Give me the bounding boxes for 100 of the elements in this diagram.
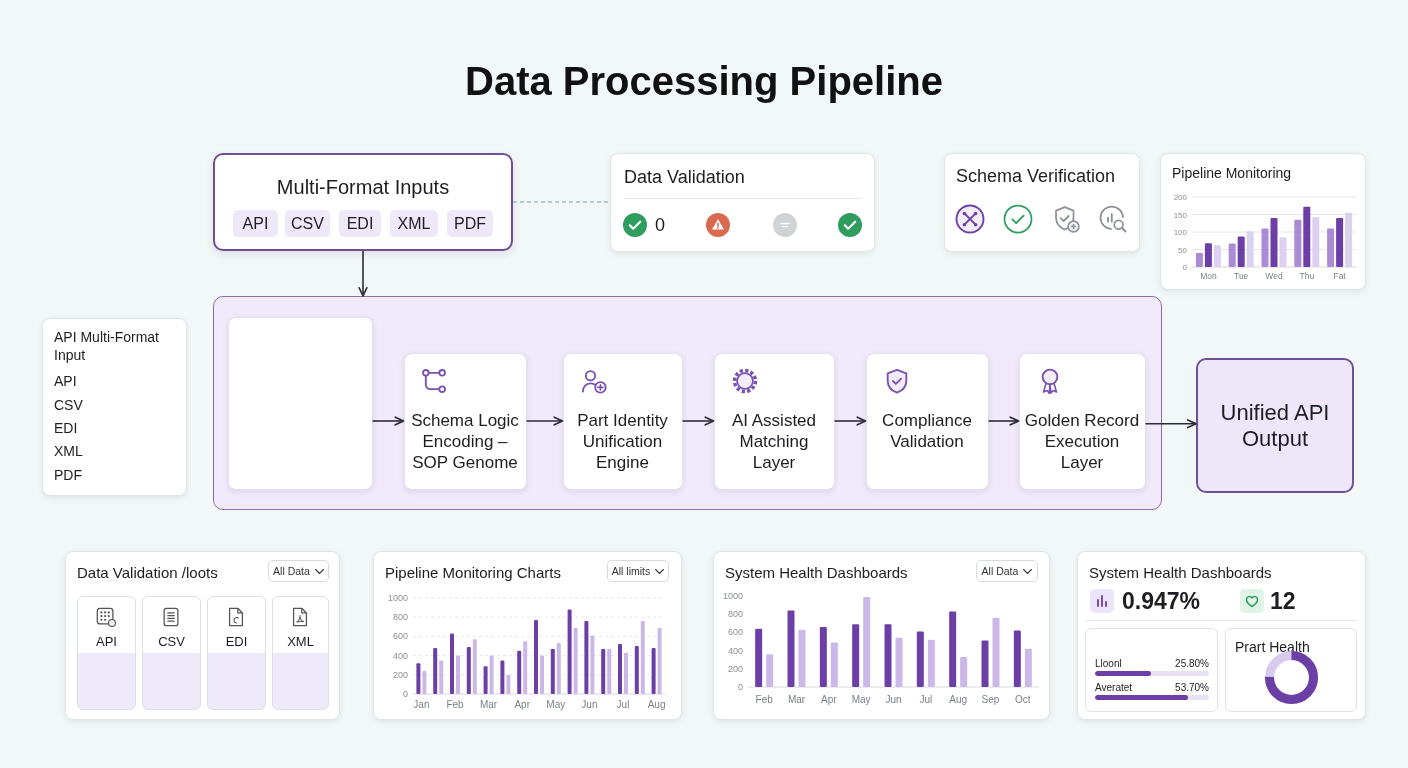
arrow [681, 416, 715, 426]
stage-card [403, 352, 527, 490]
axis-tick-label: 200 [392, 669, 408, 680]
arrow [525, 416, 564, 426]
progress-card [1085, 628, 1218, 712]
format-tag: API [233, 210, 278, 237]
axis-category-label: Oct [1015, 694, 1031, 705]
validation-tools-card [65, 551, 340, 720]
progress-label: Lloonl [1095, 658, 1122, 669]
stage-label: Schema Logic Encoding – SOP Genome [411, 410, 519, 472]
list-item: PDF [54, 467, 82, 483]
format-tag: PDF [447, 210, 493, 237]
stage-label: AI Assisted Matching Layer [731, 410, 817, 472]
card-title: Pipeline Monitoring [1172, 165, 1292, 181]
tile-label: API [96, 634, 117, 649]
blank-card [227, 316, 373, 490]
chart-card [373, 551, 682, 720]
axis-category-label: Jul [919, 694, 933, 705]
input-list-card [42, 318, 187, 496]
axis-tick-label: 800 [392, 612, 408, 623]
axis-tick-label: 600 [392, 631, 408, 642]
axis-category-label: Mar [787, 694, 806, 705]
card-title: Prart Health [1235, 639, 1310, 655]
page-title: Data Processing Pipeline [465, 58, 943, 105]
dashed-connector [512, 201, 611, 203]
stage-label: Part Identity Unification Engine [577, 410, 668, 472]
progress-value: 25.80% [1175, 658, 1209, 669]
axis-tick-label: 150 [1173, 210, 1187, 220]
list-heading: API Multi-Format Input [54, 329, 159, 363]
health-card [1077, 551, 1366, 720]
filter-dropdown: All Data [976, 560, 1038, 582]
format-tile [207, 596, 266, 710]
donut-card [1225, 628, 1357, 712]
axis-tick-label: 100 [1173, 228, 1187, 237]
axis-category-label: Mon [1200, 271, 1217, 281]
validation-card [610, 153, 875, 252]
axis-category-label: Mar [480, 699, 498, 710]
axis-tick-label: 1000 [722, 591, 743, 601]
arrow [371, 416, 405, 426]
progress-value: 53.70% [1175, 682, 1209, 693]
axis-category-label: Jan [413, 699, 430, 710]
axis-category-label: Jun [885, 694, 902, 705]
card-title: System Health Dashboards [1089, 564, 1272, 581]
tile-label: EDI [225, 634, 248, 649]
output-box [1196, 358, 1354, 493]
axis-tick-label: 1000 [387, 593, 408, 603]
card-title: Schema Verification [956, 166, 1116, 186]
metric-value: 0.947% [1122, 588, 1200, 614]
axis-category-label: Jul [616, 699, 630, 710]
stage-card [713, 352, 835, 490]
progress-label: Averatet [1095, 682, 1133, 693]
card-title: Data Validation [624, 167, 745, 187]
stage-label: Compliance Validation [882, 410, 972, 451]
axis-tick-label: 400 [727, 645, 743, 656]
format-tile [142, 596, 201, 710]
axis-category-label: May [546, 699, 566, 710]
axis-tick-label: 0 [738, 682, 743, 692]
filter-dropdown: All Data [268, 560, 329, 582]
monitoring-card [1160, 153, 1366, 290]
output-label: Unified API Output [1220, 400, 1330, 451]
stage-card [562, 352, 683, 490]
arrow [987, 416, 1020, 426]
card-title: System Health Dashboards [725, 564, 908, 581]
input-formats-card [213, 153, 513, 251]
axis-tick-label: 800 [727, 609, 743, 620]
chart-card [713, 551, 1050, 720]
format-tag: CSV [285, 210, 330, 237]
axis-category-label: May [851, 694, 871, 705]
card-title: Data Validation /loots [77, 564, 218, 581]
axis-category-label: Sep [981, 694, 1000, 705]
format-tag: EDI [339, 210, 381, 237]
format-tag: XML [390, 210, 438, 237]
axis-category-label: Aug [647, 699, 666, 710]
card-title: Pipeline Monitoring Charts [385, 564, 561, 581]
axis-category-label: Wed [1265, 271, 1283, 281]
pipeline-panel [213, 296, 1162, 510]
axis-category-label: Apr [821, 694, 837, 705]
axis-category-label: Feb [446, 699, 464, 710]
card-title: Multi-Format Inputs [276, 176, 450, 198]
stage-card [1018, 352, 1146, 490]
format-tile [272, 596, 329, 710]
arrow [358, 250, 368, 297]
status-count: 0 [655, 215, 665, 235]
axis-category-label: Apr [514, 699, 530, 710]
arrow [1144, 419, 1197, 429]
filter-dropdown: All limits [607, 560, 669, 582]
tile-label: XML [287, 634, 314, 649]
metric-value: 12 [1270, 588, 1296, 614]
arrow [833, 416, 867, 426]
axis-category-label: Feb [755, 694, 773, 705]
verification-card [944, 153, 1140, 252]
stage-card [865, 352, 989, 490]
axis-tick-label: 600 [727, 627, 743, 638]
format-tile [77, 596, 136, 710]
axis-tick-label: 50 [1178, 245, 1187, 255]
list-item: XML [54, 443, 83, 459]
axis-tick-label: 200 [1173, 193, 1187, 202]
axis-tick-label: 400 [392, 650, 408, 661]
axis-category-label: Tue [1234, 271, 1249, 281]
axis-category-label: Fat [1333, 271, 1346, 281]
